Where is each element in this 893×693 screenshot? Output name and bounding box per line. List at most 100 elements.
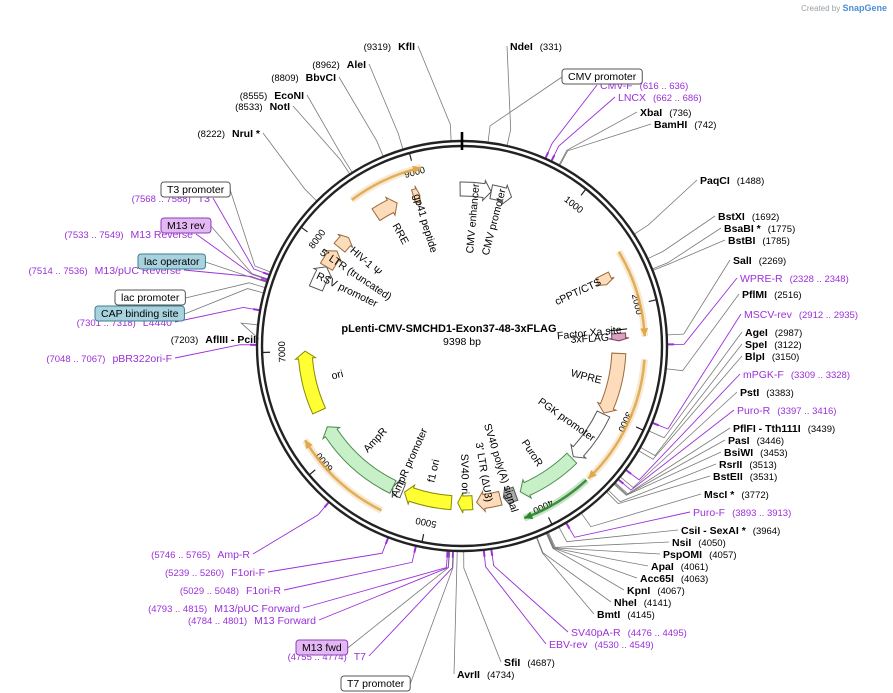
leader-box-lac-operator [205,261,267,283]
primer-name-f1ori-r: F1ori-R [246,585,281,597]
enzyme-name-ndei: NdeI [510,41,533,53]
leader-primer-t7 [368,551,454,657]
boxed-label-cap-binding-site: CAP binding site [101,308,179,320]
enzyme-pos-bsiwi: (3453) [760,448,787,459]
primer-mark-lncx [550,154,556,161]
leader-primer-amp-r [252,502,329,555]
boxed-label-frame-lac-promoter [114,289,186,306]
enzyme-name-nsii: NsiI [672,537,691,549]
feature-label-3xflag: 3xFLAG [570,332,609,346]
orf-arrowhead-4 [305,440,313,450]
boxed-label-lac-promoter: lac promoter [121,292,180,304]
leader-box-lac-promoter [185,282,265,299]
enzyme-name-bstxi: BstXI [718,211,745,223]
orf-arc-halo-2 [585,359,648,482]
primer-pos-pbr322ori-f: (7048 .. 7067) [46,354,105,365]
enzyme-pos-bstbi: (1785) [762,236,789,247]
primer-name-t7: T7 [354,651,366,663]
enzyme-pos-noti: (8533) [235,102,262,113]
primer-pos-mpgk-f: (3309 .. 3328) [791,370,850,381]
leader-kpni [546,533,625,591]
feature-label-sv40-ori: SV40 ori [458,454,471,495]
enzyme-name-msci: MscI * [704,489,735,501]
feature-pgk-promoter [570,410,611,459]
boxed-label-frame-m13-fwd [295,639,349,656]
leader-nsii [548,532,670,548]
enzyme-pos-nhei: (4141) [644,598,671,609]
enzyme-name-avrii: AvrII [457,669,480,681]
leader-pflmi [666,293,740,372]
primer-pos-m13-reverse: (7533 .. 7549) [64,230,123,241]
boxed-label-frame-cap-binding-site [94,305,185,322]
enzyme-pos-bstxi: (1692) [752,212,779,223]
enzyme-pos-pasi: (3446) [757,436,784,447]
leader-bsteii [606,475,711,505]
boxed-label-frame-m13-rev [160,217,212,234]
feature-hiv-1 [333,233,354,253]
primer-mark-mscv-rev [652,422,659,427]
enzyme-pos-avrii: (4734) [487,670,514,681]
enzyme-name-nhei: NheI [614,597,637,609]
feature-rsv-promoter [308,266,333,292]
enzyme-pos-bsabi: (1775) [768,224,795,235]
tick-mark-2000 [648,299,657,303]
enzyme-pos-apai: (4061) [681,562,708,573]
enzyme-pos-nrui: (8222) [198,129,225,140]
leader-pspomi [547,533,661,555]
leader-primer-f1ori-r [283,546,417,591]
orf-arrowhead-3 [524,511,534,519]
leader-lines [174,45,743,685]
enzyme-name-nrui: NruI * [232,128,261,140]
feature-cmv-promoter [489,183,513,206]
leader-paqci [634,179,698,235]
primer-pos-m13-puc-forward: (4793 .. 4815) [148,604,207,615]
enzyme-pos-pspomi: (4057) [709,550,736,561]
enzyme-name-bsabi: BsaBI * [724,223,762,235]
feature-3-ltr-u3 [475,490,503,513]
leader-primer-pbr322ori-f [174,344,257,359]
enzyme-pos-ndei: (331) [540,42,562,53]
enzyme-name-sali: SalI [733,255,752,267]
primer-mark-t3 [262,271,270,276]
enzyme-pos-kfli: (9319) [364,42,391,53]
boxed-label-lac-operator: lac operator [144,256,200,268]
snapgene-credit: Created by SnapGene [801,3,887,13]
credit-prefix: Created by [801,4,841,13]
enzyme-name-xbai: XbaI [640,107,662,119]
enzyme-pos-psti: (3383) [766,388,793,399]
leader-box-m13-rev [210,225,268,280]
feature-label-rre: RRE [390,221,411,246]
primer-mark-l4440 [253,308,260,312]
tick-label-7000: 7000 [277,341,289,362]
enzyme-pos-alei: (8962) [312,60,339,71]
leader-nhei [536,537,612,603]
feature-cmv-enhancer [459,179,492,202]
enzyme-name-csii-sexai: CsiI - SexAI * [681,525,747,537]
feature-rre [371,196,398,222]
leader-rsrii [608,463,717,503]
orf-arc-2 [587,359,646,480]
enzyme-pos-agei: (2987) [775,328,802,339]
boxed-label-m13-fwd: M13 fwd [302,642,342,654]
orf-arc-4 [304,439,383,512]
primer-pos-puro-r: (3397 .. 3416) [777,406,836,417]
enzyme-pos-nsii: (4050) [698,538,725,549]
feature-label-pgk-promoter: PGK promoter [536,396,598,445]
primer-pos-amp-r: (5746 .. 5765) [151,550,210,561]
leader-acc65i [546,533,638,579]
enzyme-name-bsiwi: BsiWI [724,447,753,459]
leader-econi [306,94,353,173]
boxed-label-t3-promoter: T3 promoter [167,184,225,196]
tick-mark-9000 [408,152,413,161]
enzyme-name-kfli: KflI [398,41,415,53]
enzyme-name-bbvci: BbvCI [306,72,336,84]
feature-gp41-peptide [410,185,421,206]
feature-label-gp41-peptide: gp41 peptide [411,193,440,255]
enzyme-name-alei: AleI [347,59,366,71]
leader-bsiwi [614,451,722,496]
site-labels: KflI(9319)NdeI(331)AleI(8962)BbvCI(8809)… [28,41,858,692]
enzyme-name-blpi: BlpI [745,351,765,363]
enzyme-pos-spei: (3122) [774,340,801,351]
enzyme-pos-paqci: (1488) [737,176,764,187]
enzyme-pos-sali: (2269) [759,256,786,267]
